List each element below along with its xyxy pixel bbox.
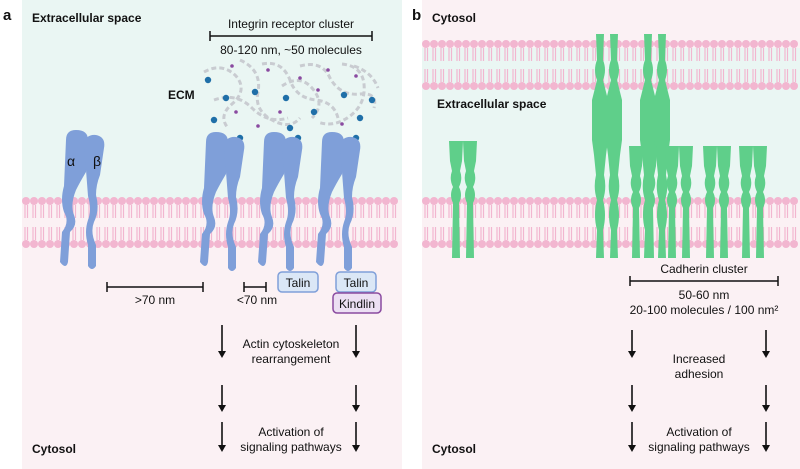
- cadherin-upper-1: [592, 34, 622, 258]
- down-arrow: [218, 325, 226, 358]
- spacing-near-label: <70 nm: [237, 293, 277, 307]
- ecm-label: ECM: [168, 88, 195, 102]
- ecm-dot: [340, 122, 344, 126]
- talin-box-1: [277, 271, 319, 293]
- down-arrow: [762, 422, 770, 452]
- panel-b-bottom-label: Cytosol: [432, 442, 476, 456]
- ecm-fiber: [353, 64, 380, 89]
- cadherin-cluster-size-2: 20-100 molecules / 100 nm²: [630, 303, 779, 317]
- ecm-dot: [234, 110, 238, 114]
- down-arrow: [352, 325, 360, 358]
- panel-b-top-label: Cytosol: [432, 11, 476, 25]
- ecm-ligand: [282, 94, 290, 102]
- down-arrow: [628, 422, 636, 452]
- panel-a-effect-1-line-2: rearrangement: [252, 352, 331, 366]
- panel-a-effect-1-line-1: Actin cytoskeleton: [243, 337, 340, 351]
- ecm-ligand: [310, 108, 318, 116]
- ecm-fiber: [317, 62, 366, 126]
- beta-label: β: [93, 153, 101, 169]
- ecm-ligand: [340, 91, 348, 99]
- ecm-fiber: [299, 63, 377, 109]
- down-arrow: [762, 330, 770, 358]
- talin-box-2: [335, 271, 377, 293]
- cadherin-cluster-title: Cadherin cluster: [660, 262, 747, 276]
- ecm-dot: [230, 64, 234, 68]
- cadherin-cluster-size-1: 50-60 nm: [679, 288, 730, 302]
- ecm-dot: [266, 68, 270, 72]
- cadherin-cluster-scale-bar: [629, 276, 779, 286]
- panel-b-effect-2-line-2: signaling pathways: [648, 440, 749, 454]
- ecm-dot: [278, 110, 282, 114]
- ecm-ligand: [368, 96, 376, 104]
- down-arrow: [762, 385, 770, 412]
- integrin-clustered-1: [200, 132, 245, 271]
- spacing-near-bar: [243, 282, 267, 292]
- ecm-ligand: [210, 116, 218, 124]
- panel-b-arrows: [628, 330, 770, 452]
- cadherin-lower-3: [703, 146, 731, 258]
- panel-b-middle-label: Extracellular space: [437, 97, 547, 111]
- down-arrow: [352, 422, 360, 452]
- cadherin-cluster: [449, 34, 767, 258]
- cadherin-lower-1: [629, 146, 657, 258]
- cadherin-lower-4: [739, 146, 767, 258]
- ecm-ligand: [356, 114, 364, 122]
- ecm-fiber: [239, 58, 302, 126]
- ecm-dot: [354, 74, 358, 78]
- ecm-ligand: [204, 76, 212, 84]
- panel-a-letter: a: [3, 7, 12, 24]
- down-arrow: [218, 385, 226, 412]
- down-arrow: [628, 330, 636, 358]
- down-arrow: [628, 385, 636, 412]
- cadherin-free: [449, 141, 477, 258]
- panel-b-effect-1-line-1: Increased: [673, 352, 726, 366]
- panel-b-effect-2-line-1: Activation of: [666, 425, 732, 439]
- cadherin-lower-2: [665, 146, 693, 258]
- integrin-cluster-title: Integrin receptor cluster: [228, 17, 354, 31]
- panel-a: a Extracellular space Cytosol Integrin r…: [3, 0, 402, 469]
- spacing-far-label: >70 nm: [135, 293, 175, 307]
- ecm-ligand: [286, 124, 294, 132]
- integrin-free: [60, 130, 105, 269]
- ecm-dot: [326, 68, 330, 72]
- ecm-dot: [316, 88, 320, 92]
- panel-b-letter: b: [412, 7, 421, 24]
- alpha-label: α: [67, 153, 75, 169]
- kindlin-box: [332, 292, 382, 314]
- integrin-clustered-2: [258, 132, 303, 271]
- down-arrow: [218, 422, 226, 452]
- spacing-far-bar: [106, 282, 204, 292]
- panel-a-arrows: [218, 325, 360, 452]
- ecm-network: [203, 58, 380, 144]
- down-arrow: [352, 385, 360, 412]
- integrin-clustered-3: [316, 132, 361, 271]
- ecm-ligand: [251, 88, 259, 96]
- talin-label-1: Talin: [286, 276, 311, 290]
- ecm-dot: [298, 76, 302, 80]
- kindlin-label: Kindlin: [339, 297, 375, 311]
- integrin-cluster-scale-bar: [209, 31, 373, 41]
- panel-b-effect-1-line-2: adhesion: [675, 367, 724, 381]
- integrin-cluster-size: 80-120 nm, ~50 molecules: [220, 43, 362, 57]
- ecm-ligand: [222, 94, 230, 102]
- panel-a-bottom-label: Cytosol: [32, 442, 76, 456]
- panel-a-top-label: Extracellular space: [32, 11, 142, 25]
- ecm-fiber: [281, 79, 321, 120]
- ecm-fiber: [203, 66, 243, 129]
- ecm-dot: [256, 124, 260, 128]
- panel-a-effect-2-line-1: Activation of: [258, 425, 324, 439]
- panel-b: b Cytosol Extracellular space Cytosol Ca…: [412, 0, 800, 469]
- talin-label-2: Talin: [344, 276, 369, 290]
- ecm-fiber: [261, 61, 340, 119]
- panel-a-effect-2-line-2: signaling pathways: [240, 440, 341, 454]
